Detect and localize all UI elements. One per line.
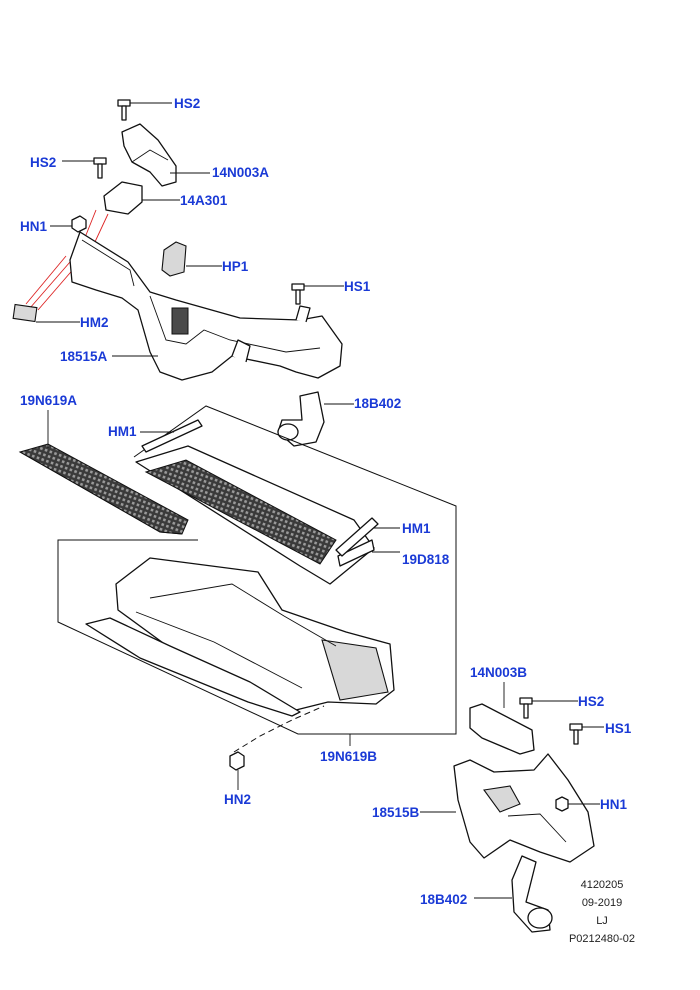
label-18515b: 18515B [372, 805, 420, 820]
label-14n003b: 14N003B [470, 665, 528, 680]
diagram-date: 09-2019 [581, 897, 623, 909]
bracket-14n003b [469, 703, 535, 755]
duct-18b402-top [277, 391, 325, 447]
label-19n619b: 19N619B [320, 749, 378, 764]
label-hs2-left: HS2 [30, 155, 57, 170]
nut-hn1-right [555, 796, 569, 812]
label-hn1-right: HN1 [600, 797, 628, 812]
label-hm2: HM2 [80, 315, 109, 330]
label-hs1-top: HS1 [344, 279, 371, 294]
bracket-14n003a [121, 123, 177, 187]
label-hm1-left: HM1 [108, 424, 137, 439]
label-18515a: 18515A [60, 349, 108, 364]
grille-19d818 [135, 445, 375, 585]
clip-14a301 [103, 181, 143, 215]
screw-hs2-left [93, 157, 107, 179]
label-hn1-top: HN1 [20, 219, 48, 234]
label-18b402-top: 18B402 [354, 396, 402, 411]
author-initials: LJ [596, 915, 608, 927]
screw-hs1-top [291, 283, 305, 305]
screw-hs2-right [519, 697, 533, 719]
nut-hn1-top [71, 215, 87, 233]
label-hs1-right: HS1 [605, 721, 632, 736]
duct-18b402-bottom [511, 855, 553, 933]
seal-19n619a [18, 443, 189, 535]
label-hm1-right: HM1 [402, 521, 431, 536]
detail-frame [57, 405, 457, 735]
bracket-18515b [453, 753, 595, 863]
label-18b402-bottom: 18B402 [420, 892, 468, 907]
label-hp1: HP1 [222, 259, 249, 274]
screw-hs1-right [569, 723, 583, 745]
diagram-number: 4120205 [580, 879, 624, 891]
label-19d818: 19D818 [402, 552, 450, 567]
rod-hm1-right [335, 517, 379, 557]
reference-number: P0212480-02 [568, 933, 636, 945]
label-hn2: HN2 [224, 792, 252, 807]
clip-hm2 [12, 303, 38, 323]
label-hs2-right: HS2 [578, 694, 605, 709]
cowl-bracket-18515a [69, 231, 343, 381]
cowl-panel-19n619b [85, 557, 395, 717]
leader-lines [36, 102, 604, 899]
label-hs2-top: HS2 [174, 96, 201, 111]
label-14a301: 14A301 [180, 193, 228, 208]
nut-hn2 [229, 705, 325, 771]
rod-hm1-left [141, 419, 203, 453]
pad-hp1 [161, 241, 187, 277]
label-19n619a: 19N619A [20, 393, 78, 408]
screw-hs2-top [117, 99, 131, 121]
label-14n003a: 14N003A [212, 165, 270, 180]
